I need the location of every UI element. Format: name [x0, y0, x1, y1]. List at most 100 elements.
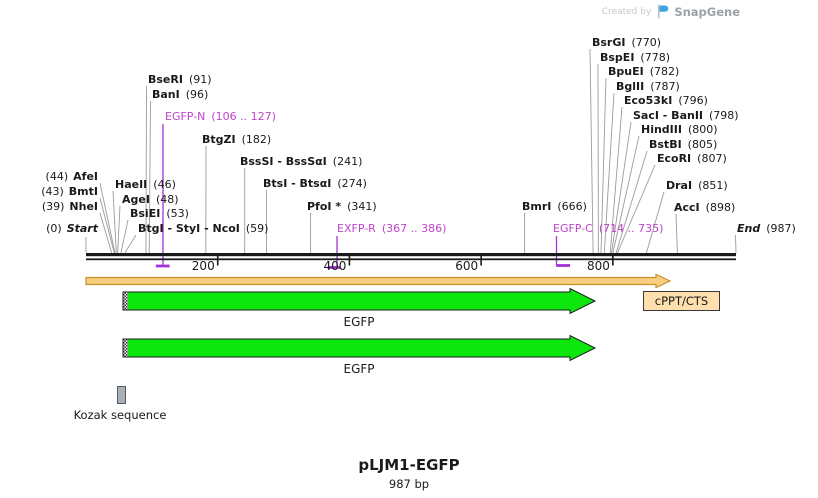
- label-text: (341): [347, 200, 377, 213]
- site-label-pfoi[interactable]: PfoI * (341): [307, 200, 377, 213]
- label-text: (46): [153, 178, 176, 191]
- callout-line: [646, 191, 665, 254]
- site-label-bmri[interactable]: BmrI(666): [522, 200, 587, 213]
- site-label-ecori[interactable]: EcoRI(807): [657, 152, 727, 165]
- callout-line: [603, 92, 615, 254]
- site-label-bstbi[interactable]: BstBI(805): [649, 138, 717, 151]
- label-text: HaeII: [115, 178, 148, 191]
- label-text: EXFP-R: [337, 222, 376, 235]
- sequence-line-top: [86, 253, 736, 257]
- label-text: AccI: [674, 201, 700, 214]
- site-label-hindiii[interactable]: HindIII (800): [641, 123, 718, 136]
- label-text: (770): [631, 36, 662, 49]
- site-label-bmti[interactable]: (43)BmtI: [41, 185, 98, 198]
- egfp-arrow-hatch-edge: [123, 339, 128, 357]
- callout-line: [124, 234, 137, 254]
- callout-line: [99, 182, 116, 254]
- site-label-btsi-bts-i[interactable]: BtsI - BtsαI (274): [263, 177, 367, 190]
- callout-line: [611, 121, 632, 254]
- site-label-bspei[interactable]: BspEI (778): [600, 51, 670, 64]
- label-text: End: [737, 222, 761, 235]
- callout-line: [615, 150, 648, 254]
- label-text: (39): [41, 200, 65, 213]
- label-text: (800): [687, 123, 718, 136]
- label-text: (48): [155, 193, 179, 206]
- label-text: BssSI - BssSαI: [240, 155, 327, 168]
- egfp-arrow-2[interactable]: [122, 334, 597, 362]
- plasmid-size: 987 bp: [388, 477, 430, 491]
- label-text: BtsI - BtsαI: [263, 177, 332, 190]
- site-label-bsrgi[interactable]: BsrGI (770): [592, 36, 661, 49]
- site-label-nhei[interactable]: (39)NheI: [42, 200, 98, 213]
- site-label-afei[interactable]: (44)AfeI: [46, 170, 98, 183]
- label-text: (53): [166, 207, 189, 220]
- kozak-label: Kozak sequence: [73, 408, 167, 422]
- site-label-bani[interactable]: BanI(96): [152, 88, 208, 101]
- label-text: EGFP-C: [553, 222, 593, 235]
- site-label-egfp-n[interactable]: EGFP-N(106 .. 127): [165, 110, 276, 123]
- snapgene-brand: SnapGene: [674, 4, 740, 19]
- label-text: BseRI: [148, 73, 183, 86]
- site-label-haeii[interactable]: HaeII (46): [115, 178, 176, 191]
- callout-line: [675, 213, 678, 254]
- callout-line: [600, 77, 607, 254]
- site-label-bsssi-bsss-i[interactable]: BssSI - BssSαI(241): [240, 155, 362, 168]
- label-text: BsrGI: [592, 36, 626, 49]
- label-text: (0): [46, 222, 62, 235]
- site-label-btgi-styi-ncoi[interactable]: BtgI - StyI - NcoI(59): [138, 222, 268, 235]
- label-text: (59): [245, 222, 269, 235]
- label-text: BpuEI: [608, 65, 644, 78]
- sequence-line-bottom: [86, 258, 736, 261]
- label-text: (91): [188, 73, 212, 86]
- label-text: (798): [709, 109, 739, 122]
- label-text: (274): [337, 177, 367, 190]
- plasmid-title: pLJM1-EGFP: [358, 456, 460, 474]
- site-label-exfp-r[interactable]: EXFP-R (367 .. 386): [337, 222, 446, 235]
- created-by-text: Created by: [601, 6, 652, 17]
- label-text: (182): [241, 133, 272, 146]
- label-text: (778): [640, 51, 671, 64]
- egfp-arrow-label: EGFP: [343, 362, 375, 376]
- callout-line: [145, 85, 147, 254]
- backbone-arrow[interactable]: [85, 273, 672, 289]
- label-text: BstBI: [649, 138, 682, 151]
- egfp-arrow-1[interactable]: [122, 287, 597, 315]
- label-text: (714 .. 735): [598, 222, 664, 235]
- label-text: BspEI: [600, 51, 635, 64]
- callout-line: [99, 197, 115, 254]
- cppt-cts-box[interactable]: cPPT/CTS: [643, 291, 720, 311]
- site-label-eco53ki[interactable]: Eco53kI (796): [624, 94, 708, 107]
- label-text: HindIII: [641, 123, 682, 136]
- site-label-saci-banii[interactable]: SacI - BanII(798): [633, 109, 739, 122]
- label-text: (367 .. 386): [381, 222, 447, 235]
- kozak-box[interactable]: [117, 386, 126, 404]
- egfp-arrow-hatch-edge: [123, 292, 128, 310]
- site-label-bpuei[interactable]: BpuEI (782): [608, 65, 679, 78]
- callout-line: [117, 205, 121, 254]
- site-label-acci[interactable]: AccI(898): [674, 201, 735, 214]
- site-label-bseri[interactable]: BseRI (91): [148, 73, 212, 86]
- site-label-egfp-c[interactable]: EGFP-C (714 .. 735): [553, 222, 663, 235]
- label-text: BmrI: [522, 200, 552, 213]
- callout-line: [112, 190, 117, 254]
- label-text: (782): [649, 65, 680, 78]
- site-label-bglii[interactable]: BglII(787): [616, 80, 680, 93]
- site-label-btgzi[interactable]: BtgZI (182): [202, 133, 271, 146]
- callout-line: [120, 219, 129, 254]
- site-label-drai[interactable]: DraI(851): [666, 179, 728, 192]
- label-text: Eco53kI: [624, 94, 673, 107]
- label-text: BtgZI: [202, 133, 236, 146]
- label-text: (106 .. 127): [211, 110, 276, 123]
- label-text: PfoI *: [307, 200, 342, 213]
- label-text: (987): [766, 222, 796, 235]
- label-text: BsiEI: [130, 207, 161, 220]
- site-label-start[interactable]: (0)Start: [46, 222, 98, 235]
- callout-line: [617, 164, 656, 254]
- label-text: (796): [678, 94, 708, 107]
- label-text: DraI: [666, 179, 693, 192]
- site-label-bsiei[interactable]: BsiEI (53): [130, 207, 189, 220]
- label-text: BmtI: [68, 185, 98, 198]
- site-label-end[interactable]: End (987): [737, 222, 796, 235]
- site-label-agei[interactable]: AgeI(48): [122, 193, 179, 206]
